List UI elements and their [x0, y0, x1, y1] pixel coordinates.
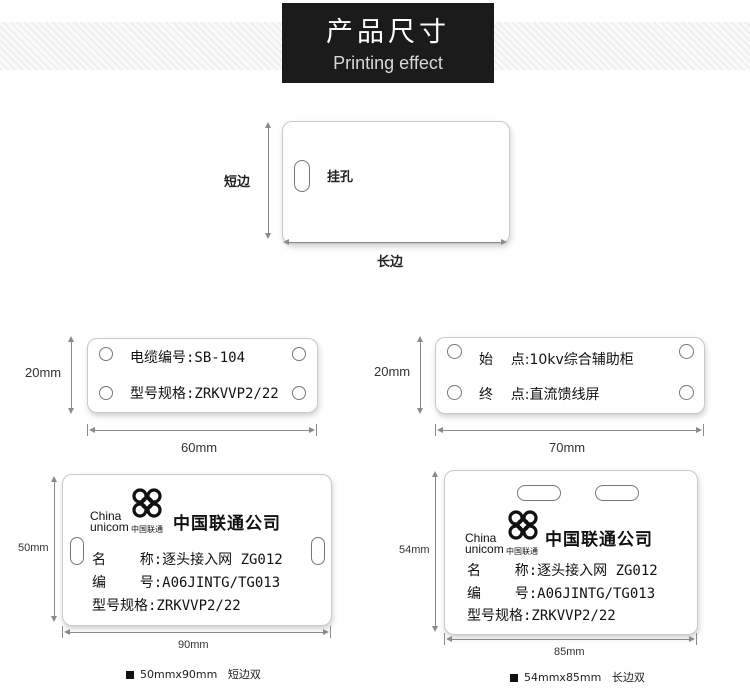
unicom-knot-logo-icon [508, 510, 538, 540]
tag-85-width-arrow-left [446, 636, 452, 642]
cabinet-tag-width-tick-left [435, 424, 436, 436]
cable-tag-width-tick-left [87, 424, 88, 436]
tag-90-height-arrow-top [51, 476, 57, 482]
tag-90-line-name: 名 称:逐头接入网 ZG012 [92, 552, 283, 568]
tag-85-width-tick-left [444, 633, 445, 645]
tag-85-width-line [451, 639, 690, 640]
cabinet-tag-height-arrow-top [417, 336, 423, 342]
tag-85-card [444, 470, 698, 635]
short-side-arrow-top [265, 122, 271, 128]
cabinet-tag-width-tick-right [703, 424, 704, 436]
tag-85-caption: 54mmx85mm 长边双 [510, 669, 645, 685]
hang-hole-label: 挂孔 [327, 170, 354, 185]
page-subtitle: Printing effect [333, 53, 443, 73]
tag-90-width-label: 90mm [178, 639, 209, 651]
cable-tag-hole-top-left [99, 347, 113, 361]
cable-tag-width-arrow-left [89, 427, 95, 433]
long-side-arrow-left [283, 239, 289, 245]
cabinet-tag-width-line [442, 430, 697, 431]
unicom-logo-zh: 中国联通 [506, 547, 538, 556]
unicom-company-name: 中国联通公司 [173, 514, 281, 534]
cabinet-tag-height-line [420, 341, 421, 409]
tag-90-width-line [69, 632, 324, 633]
tag-85-width-label: 85mm [554, 646, 585, 658]
page-title: 产品尺寸 [326, 17, 450, 48]
cabinet-tag-hole-bottom-left [447, 385, 462, 400]
cable-tag-card [87, 338, 318, 413]
cable-tag-line-spec: 型号规格:ZRKVVP2/22 [130, 386, 279, 402]
tag-85-height-label: 54mm [399, 544, 430, 556]
cabinet-tag-height-label: 20mm [374, 364, 411, 379]
tag-90-slot-left [70, 537, 84, 565]
cable-tag-width-label: 60mm [181, 440, 218, 455]
tag-85-line-name: 名 称:逐头接入网 ZG012 [467, 563, 658, 579]
unicom-logo-zh: 中国联通 [131, 525, 163, 534]
cabinet-tag-hole-bottom-right [679, 385, 694, 400]
tag-90-line-number: 编 号:A06JINTG/TG013 [92, 575, 281, 591]
caption-square-icon [510, 674, 518, 682]
tag-85-slot-right [595, 485, 639, 501]
tag-85-width-arrow-right [689, 636, 695, 642]
tag-90-width-arrow-left [64, 629, 70, 635]
unicom-logo-unicom: unicom [90, 520, 129, 534]
cable-tag-hole-top-right [292, 347, 306, 361]
caption-square-icon [126, 671, 134, 679]
tag-90-slot-right [311, 537, 325, 565]
unicom-logo-china: China [90, 509, 122, 523]
cable-tag-width-arrow-right [309, 427, 315, 433]
cabinet-tag-line-start: 始 点:10kv综合辅助柜 [479, 352, 634, 368]
tag-90-width-arrow-right [323, 629, 329, 635]
tag-85-line-number: 编 号:A06JINTG/TG013 [467, 586, 656, 602]
short-side-label: 短边 [224, 175, 251, 190]
tag-90-height-label: 50mm [18, 542, 49, 554]
unicom-logo-unicom: unicom [465, 542, 504, 556]
cable-tag-height-arrow-bottom [68, 408, 74, 414]
tag-90-caption-note: 短边双 [227, 668, 261, 681]
short-side-dimension-line [268, 126, 269, 234]
header-title-box: 产品尺寸 Printing effect [282, 3, 494, 83]
tag-90-caption: 50mmx90mm 短边双 [126, 666, 261, 682]
long-side-dimension-line [288, 242, 502, 243]
cabinet-tag-height-arrow-bottom [417, 408, 423, 414]
short-side-arrow-bottom [265, 233, 271, 239]
cabinet-tag-line-end: 终 点:直流馈线屏 [479, 387, 600, 403]
cabinet-tag-width-arrow-left [437, 427, 443, 433]
tag-85-slot-left [517, 485, 561, 501]
unicom-logo-china: China [465, 531, 497, 545]
cable-tag-hole-bottom-right [292, 386, 306, 400]
unicom-company-name: 中国联通公司 [545, 530, 653, 550]
tag-90-width-tick-right [330, 626, 331, 638]
cable-tag-height-arrow-top [68, 336, 74, 342]
tag-85-caption-note: 长边双 [611, 671, 645, 684]
tag-90-width-tick-left [62, 626, 63, 638]
long-side-arrow-right [501, 239, 507, 245]
diagram-card [282, 121, 510, 244]
cable-tag-height-label: 20mm [25, 365, 62, 380]
cabinet-tag-width-arrow-right [696, 427, 702, 433]
cable-tag-height-line [71, 341, 72, 409]
cable-tag-width-line [94, 430, 310, 431]
tag-85-caption-size: 54mmx85mm [524, 671, 602, 684]
cabinet-tag-hole-top-left [447, 344, 462, 359]
tag-90-height-arrow-bottom [51, 616, 57, 622]
cable-tag-line-number: 电缆编号:SB-104 [130, 350, 246, 366]
cable-tag-hole-bottom-left [99, 386, 113, 400]
tag-85-height-arrow-bottom [432, 626, 438, 632]
tag-85-height-arrow-top [432, 471, 438, 477]
tag-90-line-spec: 型号规格:ZRKVVP2/22 [92, 598, 241, 614]
tag-85-line-spec: 型号规格:ZRKVVP2/22 [467, 608, 616, 624]
tag-90-height-line [54, 481, 55, 617]
tag-90-card [62, 474, 332, 626]
tag-85-height-line [435, 476, 436, 627]
tag-90-caption-size: 50mmx90mm [140, 668, 218, 681]
cabinet-tag-hole-top-right [679, 344, 694, 359]
long-side-label: 长边 [377, 255, 404, 270]
unicom-knot-logo-icon [132, 488, 162, 518]
tag-85-width-tick-right [696, 633, 697, 645]
cabinet-tag-card [435, 337, 705, 414]
cable-tag-width-tick-right [316, 424, 317, 436]
cabinet-tag-width-label: 70mm [549, 440, 586, 455]
hang-hole-slot [294, 160, 310, 192]
